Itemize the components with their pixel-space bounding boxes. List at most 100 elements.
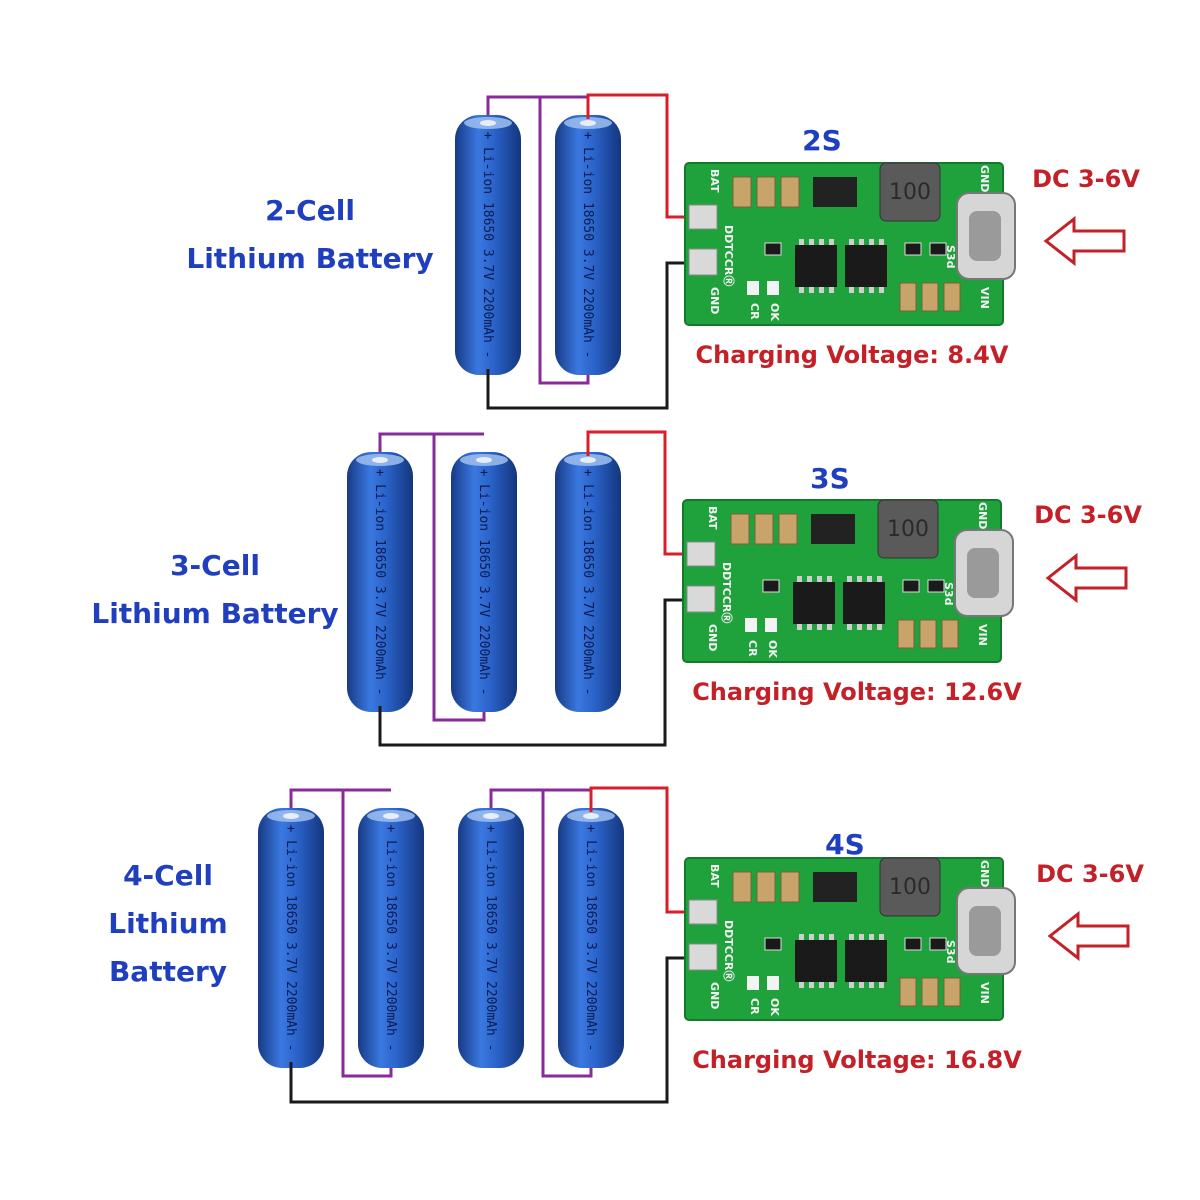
ic-pin: [859, 982, 864, 988]
silk-bat: BAT: [708, 864, 721, 888]
battery-cell: + Li-ion 18650 3.7V 2200mAh -: [555, 452, 621, 712]
arrow-left-icon: [1047, 910, 1130, 962]
cell-body: [555, 452, 621, 712]
inductor: [879, 162, 941, 222]
ic-pin: [859, 287, 864, 293]
smd-capacitor: [921, 977, 939, 1007]
bat-plus-pad: [688, 204, 718, 230]
ic-pin: [869, 239, 874, 245]
ic-pin: [829, 287, 834, 293]
ic-chip: [795, 239, 837, 293]
cell-label: + Li-ion 18650 3.7V 2200mAh -: [372, 469, 387, 696]
cell-label: + Li-ion 18650 3.7V 2200mAh -: [580, 132, 595, 359]
ic-chip: [843, 576, 885, 630]
silk-gnd: GND: [978, 860, 991, 887]
charging-voltage-label: Charging Voltage: 16.8V: [692, 1046, 1022, 1074]
ic-pin: [849, 239, 854, 245]
positive-wire: [586, 430, 693, 556]
series-wire: [489, 788, 591, 812]
cell-label: + Li-ion 18650 3.7V 2200mAh -: [476, 469, 491, 696]
bat-minus-pad: [688, 248, 718, 276]
dc-input-label: DC 3-6V: [1034, 501, 1142, 529]
cell-body: [347, 452, 413, 712]
smd-capacitor: [941, 619, 959, 649]
inductor: [879, 857, 941, 917]
cell-label: + Li-ion 18650 3.7V 2200mAh -: [583, 825, 598, 1052]
ic-body: [845, 245, 887, 287]
charging-voltage-label: Charging Voltage: 12.6V: [692, 678, 1022, 706]
silk-ok: OK: [768, 998, 781, 1016]
smd-resistor: [927, 579, 945, 593]
cell-label: + Li-ion 18650 3.7V 2200mAh -: [283, 825, 298, 1052]
silk-vin: VIN: [976, 624, 989, 646]
cell-terminal: [483, 813, 499, 819]
smd-capacitor: [756, 176, 776, 208]
ic-pin: [819, 239, 824, 245]
ic-pin: [849, 287, 854, 293]
battery-cell: + Li-ion 18650 3.7V 2200mAh -: [455, 115, 521, 375]
inductor-mark: 100: [889, 875, 931, 900]
positive-wire: [589, 786, 695, 914]
negative-wire: [378, 598, 693, 747]
series-wire: [491, 788, 593, 1078]
smd-resistor: [902, 579, 920, 593]
bat-minus-pad: [686, 585, 716, 613]
usb-c-port-inner: [967, 548, 999, 598]
series-wire: [378, 432, 484, 456]
inductor-mark: 100: [887, 517, 929, 542]
silk-gnd: GND: [706, 624, 719, 651]
series-wire: [291, 788, 393, 1078]
ic-pin: [869, 982, 874, 988]
cell-terminal: [283, 813, 299, 819]
silk-vin: VIN: [978, 982, 991, 1004]
ic-pin: [819, 982, 824, 988]
smd-capacitor: [921, 282, 939, 312]
smd-resistor: [929, 242, 947, 256]
battery-title-line: Battery: [109, 955, 227, 988]
bat-minus-pad: [688, 943, 718, 971]
ic-pin: [829, 239, 834, 245]
arrow-shape: [1045, 552, 1128, 604]
silk-gnd: GND: [976, 502, 989, 529]
series-label: 2S: [802, 124, 842, 157]
ok-led: [765, 618, 777, 632]
ic-pin: [799, 934, 804, 940]
ic-pin: [809, 982, 814, 988]
ok-led: [767, 281, 779, 295]
silk-brand: DDTCCRⓇ: [722, 920, 736, 981]
cell-terminal: [383, 813, 399, 819]
silk-cr: CR: [748, 998, 761, 1015]
silk-gnd: GND: [978, 165, 991, 192]
ic-pin: [847, 576, 852, 582]
ic-pin: [879, 934, 884, 940]
ic-pin: [867, 576, 872, 582]
bat-plus-pad: [688, 899, 718, 925]
smd-resistor: [764, 937, 782, 951]
smd-capacitor: [943, 282, 961, 312]
cell-body: [555, 115, 621, 375]
ic-pin: [857, 624, 862, 630]
cr-led: [747, 976, 759, 990]
smd-capacitor: [899, 977, 917, 1007]
ic-chip: [845, 239, 887, 293]
silk-cr: CR: [746, 640, 759, 657]
silk-bat: BAT: [708, 169, 721, 193]
arrow-shape: [1043, 215, 1126, 267]
battery-title-line: 2-Cell: [265, 194, 355, 227]
cell-body: [458, 808, 524, 1068]
ic-pin: [809, 239, 814, 245]
smd-capacitor: [780, 176, 800, 208]
ic-pin: [879, 287, 884, 293]
battery-title-line: Lithium: [108, 907, 227, 940]
smd-capacitor: [732, 176, 752, 208]
battery-cell: + Li-ion 18650 3.7V 2200mAh -: [347, 452, 413, 712]
ic-pin: [849, 982, 854, 988]
series-wire: [488, 95, 590, 385]
smd-capacitor: [778, 513, 798, 545]
silk-set: S3d: [942, 582, 955, 605]
ic-pin: [799, 239, 804, 245]
silk-gnd: GND: [708, 982, 721, 1009]
smd-capacitor: [754, 513, 774, 545]
